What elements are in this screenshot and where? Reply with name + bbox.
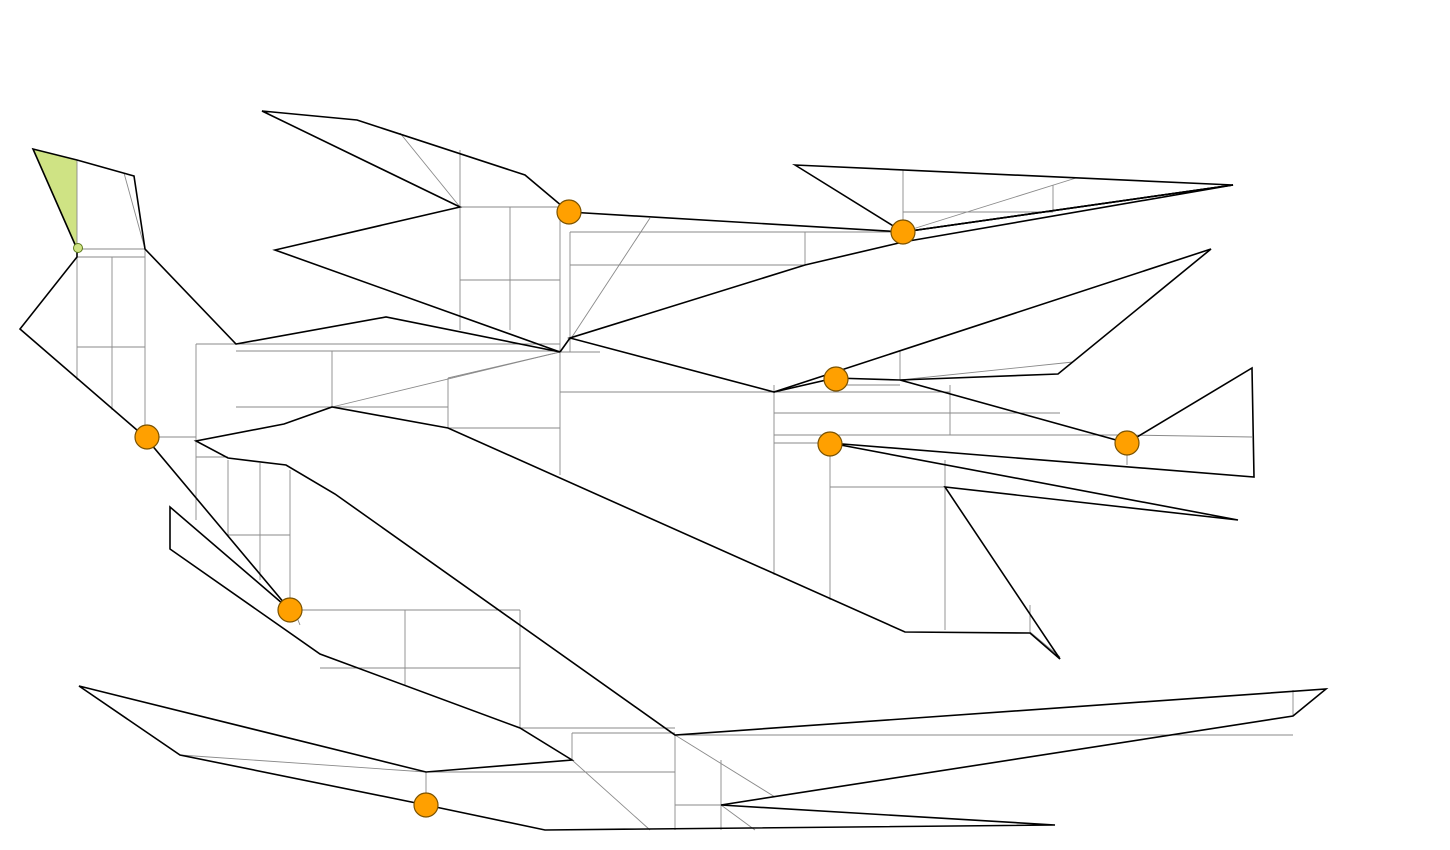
vertex-marker: [823, 366, 849, 392]
subdivision-line: [1126, 434, 1253, 438]
vertex-marker: [890, 219, 916, 245]
subdivision-line: [674, 734, 776, 798]
subdivision-line: [899, 361, 1074, 381]
vertex-marker: [556, 199, 582, 225]
vertex-marker: [1114, 430, 1140, 456]
subdivision-line: [571, 759, 651, 831]
subdivision-line: [720, 804, 756, 831]
vertex-marker: [134, 424, 160, 450]
subdivision-line: [179, 754, 427, 773]
polygon-edge: [559, 337, 571, 353]
highlight-vertex-marker: [73, 243, 83, 253]
subdivision-line: [399, 132, 461, 208]
subdivision-line: [569, 217, 651, 341]
vertex-marker: [817, 431, 843, 457]
vertex-marker: [413, 792, 439, 818]
subdivision-line: [331, 351, 561, 408]
vertex-markers: [73, 199, 1140, 818]
subdivision-line: [902, 177, 1077, 233]
polygon-outline: [18, 110, 1329, 831]
vertex-marker: [277, 597, 303, 623]
subdivision-lines: [76, 132, 1294, 831]
polygon-outline-layer: [18, 110, 1329, 831]
polygon-outline-upper-right: [791, 164, 1234, 233]
subdivision-line: [123, 172, 146, 250]
